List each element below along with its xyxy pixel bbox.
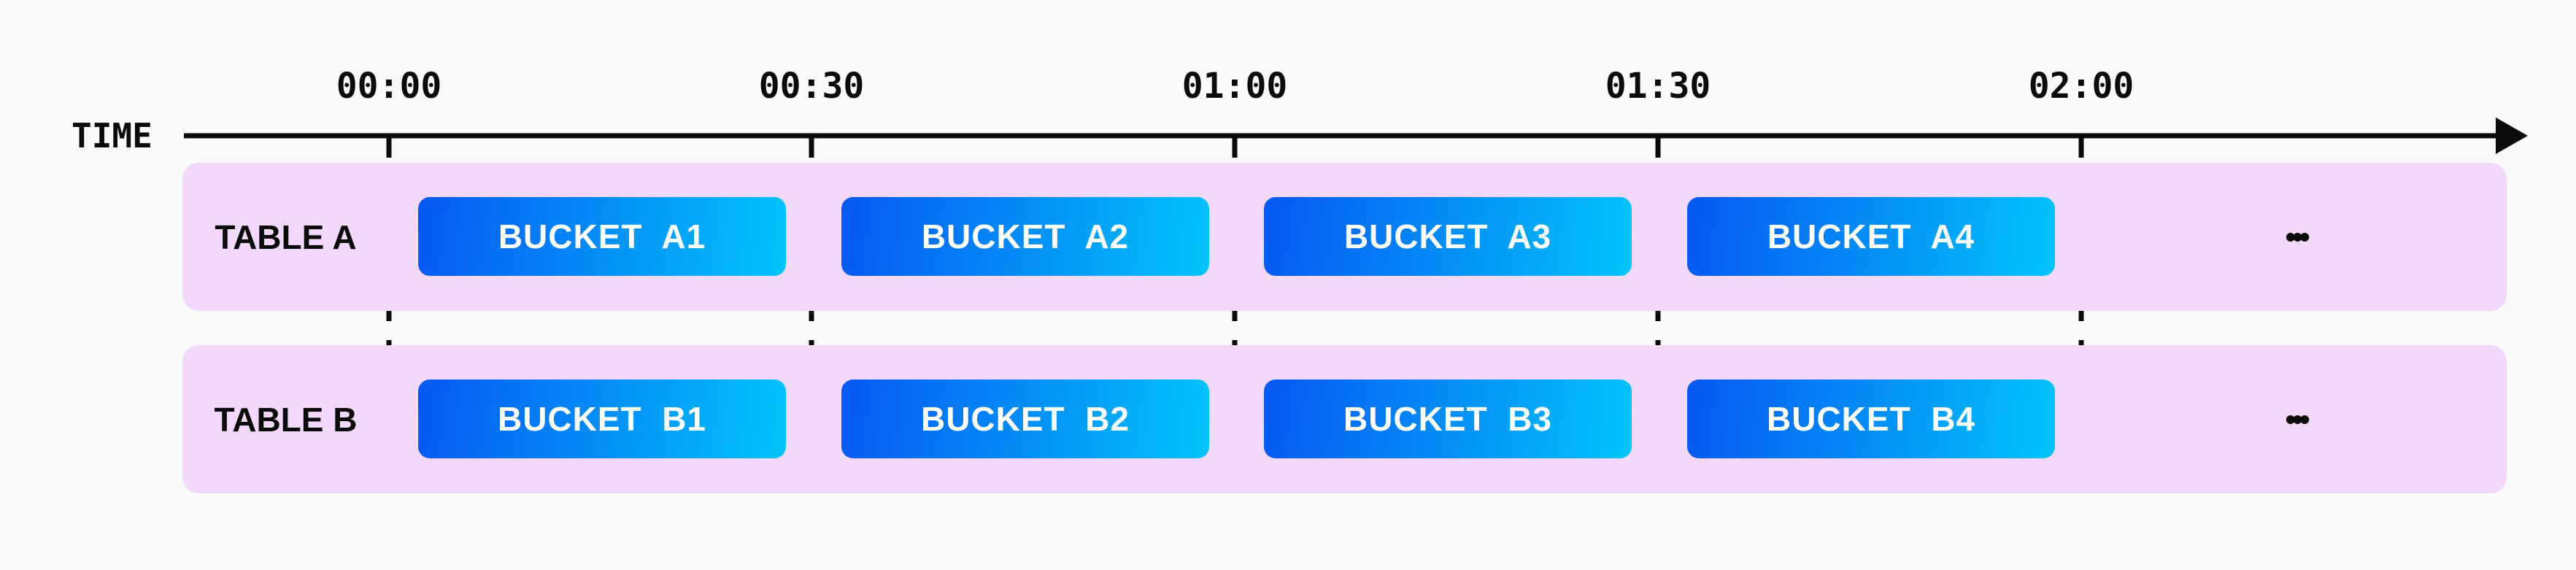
tick-label-01-00: 01:00	[1181, 66, 1288, 107]
bucket-a4: BUCKET A4	[1687, 197, 2055, 276]
bucket-a3: BUCKET A3	[1264, 197, 1632, 276]
bucket-a1: BUCKET A1	[418, 197, 786, 276]
tick-label-01-30: 01:30	[1605, 66, 1711, 107]
arrowhead-icon	[2496, 118, 2528, 154]
bucket-a2: BUCKET A2	[841, 197, 1209, 276]
row-label-table-a: TABLE A	[215, 217, 357, 256]
tick-label-00-00: 00:00	[336, 66, 442, 107]
bucket-b1: BUCKET B1	[418, 380, 786, 458]
bucket-b4: BUCKET B4	[1687, 380, 2055, 458]
row-a-ellipsis-icon: •••	[2285, 219, 2310, 254]
row-b-ellipsis-icon: •••	[2285, 401, 2310, 436]
row-label-table-b: TABLE B	[214, 400, 358, 439]
tick-label-00-30: 00:30	[758, 66, 865, 107]
table-row-b-band: TABLE B BUCKET B1 BUCKET B2 BUCKET B3 BU…	[182, 345, 2507, 493]
bucket-b3: BUCKET B3	[1264, 380, 1632, 458]
tick-label-02-00: 02:00	[2028, 66, 2135, 107]
axis-title: TIME	[72, 116, 153, 155]
table-row-a-band: TABLE A BUCKET A1 BUCKET A2 BUCKET A3 BU…	[182, 163, 2507, 311]
bucket-b2: BUCKET B2	[841, 380, 1209, 458]
